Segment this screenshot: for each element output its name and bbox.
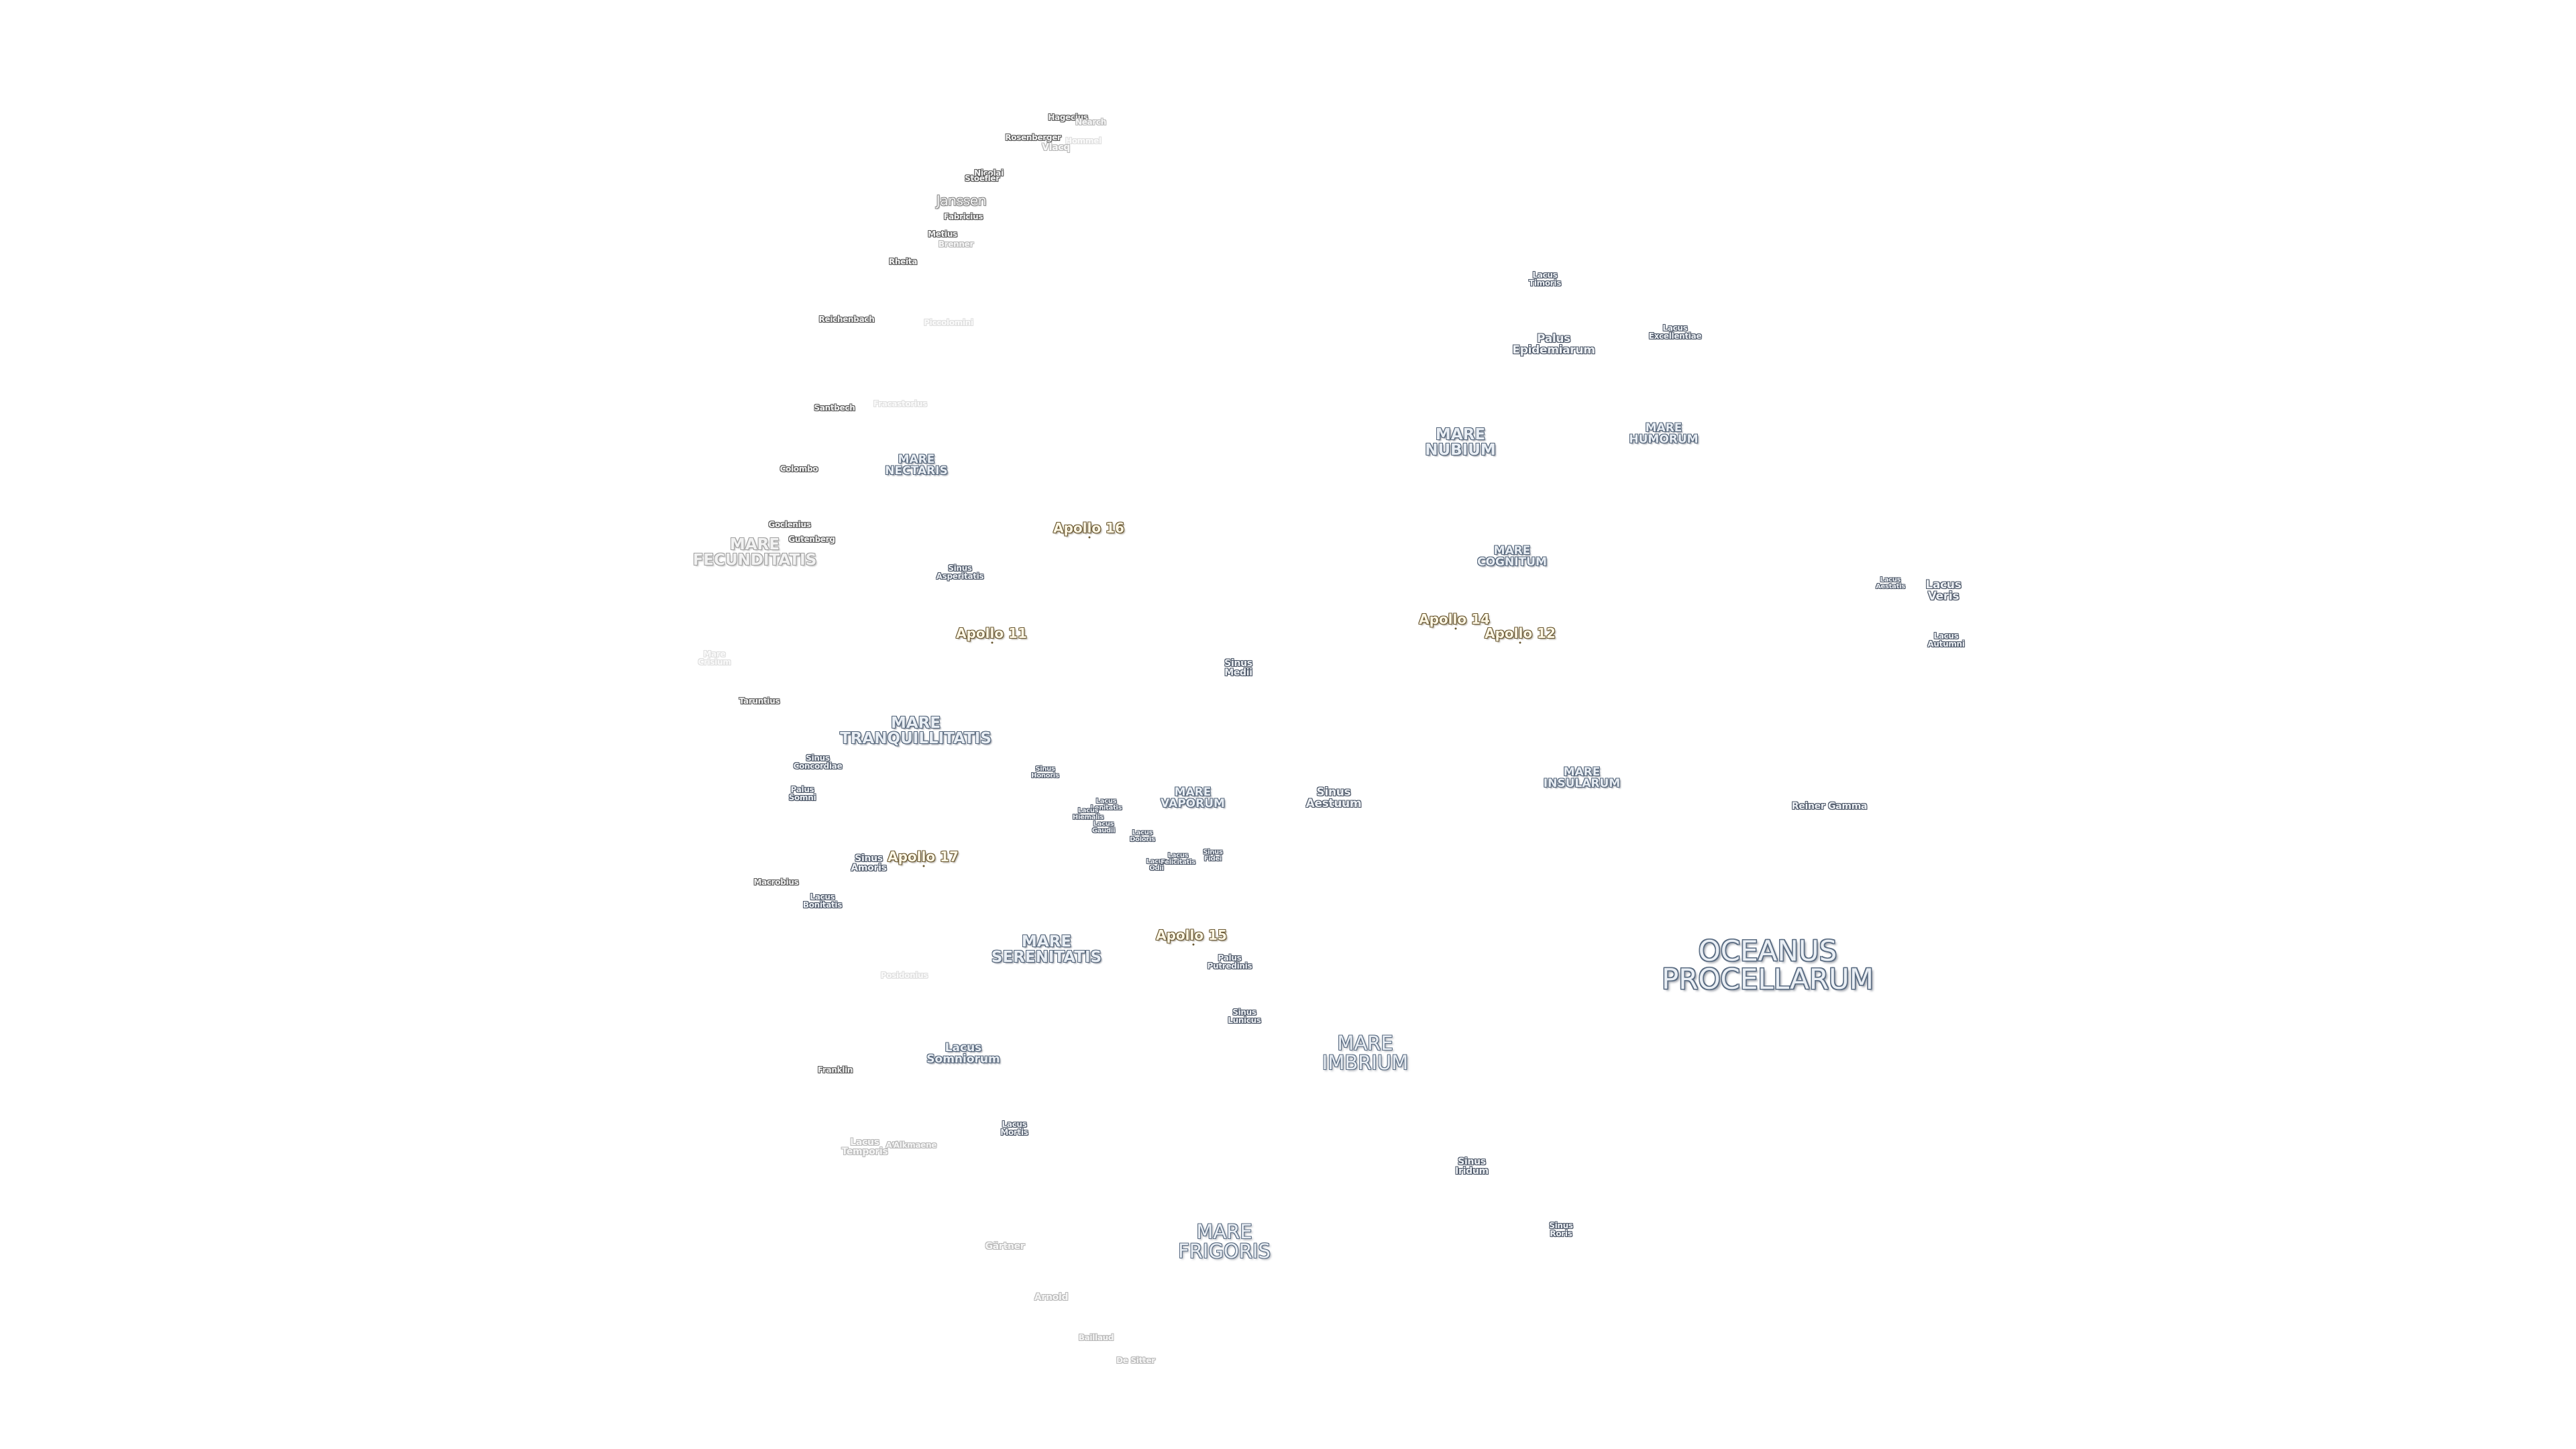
label-crater-taruntius[interactable]: Taruntius [739, 696, 780, 706]
label-crater-metius[interactable]: Metius [928, 229, 957, 239]
label-crater-piccolomini[interactable]: Piccolomini [924, 318, 973, 327]
label-crater-nicolai[interactable]: Nicolai [974, 168, 1004, 178]
label-mare-vaporum[interactable]: MARE VAPORUM [1161, 786, 1225, 810]
label-lacus-mortis[interactable]: Lacus Mortis [1000, 1120, 1028, 1137]
label-crater-hommel[interactable]: Hommel [1065, 136, 1102, 146]
label-crater-arnold[interactable]: Arnold [1034, 1292, 1069, 1303]
label-mare-nubium[interactable]: MARE NUBIUM [1425, 426, 1496, 459]
label-lacus-autumni[interactable]: Lacus Autumni [1927, 631, 1965, 649]
label-crater-alkmaene[interactable]: Alkmaene [893, 1140, 937, 1150]
label-sinus-aestuum[interactable]: Sinus Aestuum [1305, 786, 1362, 810]
label-crater-reichenbach[interactable]: Reichenbach [818, 315, 875, 324]
label-sinus-concordiae[interactable]: Sinus Concordiae [793, 753, 843, 771]
label-apollo-12[interactable]: Apollo 12 [1485, 625, 1556, 641]
label-crater-gutenberg[interactable]: Gutenberg [788, 535, 835, 544]
label-mare-imbrium[interactable]: MARE IMBRIUM [1322, 1032, 1409, 1074]
label-apollo-14[interactable]: Apollo 14 [1419, 611, 1490, 627]
label-crater-fracastorius[interactable]: Fracastorius [873, 399, 927, 409]
label-mare-nectaris[interactable]: MARE NECTARIS [885, 453, 948, 478]
label-lacus-felicitatis[interactable]: Lacus Felicitatis [1161, 852, 1195, 866]
label-lacus-timoris[interactable]: Lacus Timoris [1528, 270, 1562, 288]
label-lacus-lenitatis[interactable]: Lacus Lenitatis [1090, 798, 1122, 812]
label-crater-macrobius[interactable]: Macrobius [753, 877, 799, 887]
label-oceanus-procellarum[interactable]: OCEANUS PROCELLARUM [1661, 934, 1874, 996]
label-lacus-gaudii[interactable]: Lacus Gaudii [1091, 820, 1116, 835]
label-crater-nearch[interactable]: Nearch [1075, 117, 1107, 127]
label-lacus-excellentiae[interactable]: Lacus Excellentiae [1648, 323, 1702, 341]
label-crater-stoefler[interactable]: Stoefler [965, 174, 1000, 183]
label-crater-vlacq[interactable]: Vlacq [1042, 142, 1070, 153]
apollo-15-marker [1192, 943, 1195, 946]
label-lacus-temporis[interactable]: Lacus Temporis [841, 1137, 888, 1157]
label-mare-frigoris[interactable]: MARE FRIGORIS [1178, 1220, 1271, 1263]
label-lacus-somniorum[interactable]: Lacus Somniorum [926, 1041, 1000, 1066]
label-sinus-asperitatis[interactable]: Sinus Asperitatis [936, 564, 984, 581]
label-sinus-honoris[interactable]: Sinus Honoris [1031, 765, 1059, 780]
label-mare-crisium-faint[interactable]: Mare Crisium [698, 649, 731, 667]
apollo-17-marker [922, 865, 925, 867]
label-palus-somni[interactable]: Palus Somni [788, 785, 816, 802]
label-crater-rheita[interactable]: Rheita [888, 257, 918, 266]
label-crater-santbech[interactable]: Santbech [814, 403, 855, 413]
label-apollo-15[interactable]: Apollo 15 [1156, 927, 1227, 943]
apollo-14-marker [1454, 627, 1457, 630]
label-crater-brenner[interactable]: Brenner [938, 239, 974, 249]
label-crater-colombo[interactable]: Colombo [780, 464, 818, 474]
label-crater-posidonius[interactable]: Posidonius [880, 971, 928, 980]
label-reiner-gamma[interactable]: Reiner Gamma [1791, 801, 1868, 812]
label-lacus-odii[interactable]: Lacus Odii [1146, 858, 1167, 872]
label-palus-putredinis[interactable]: Palus Putredinis [1207, 953, 1252, 971]
label-lacus-aestatis[interactable]: Lacus Aestatis [1876, 576, 1905, 590]
label-sinus-fidei[interactable]: Sinus Fidei [1203, 849, 1223, 863]
label-lacus-doloris[interactable]: Lacus Doloris [1130, 829, 1155, 843]
label-crater-atlas[interactable]: Atlas [885, 1140, 908, 1150]
label-crater-baillaud[interactable]: Baillaud [1078, 1333, 1114, 1342]
apollo-11-marker [991, 641, 994, 644]
label-apollo-11[interactable]: Apollo 11 [956, 625, 1027, 641]
label-mare-humorum[interactable]: MARE HUMORUM [1629, 421, 1699, 446]
label-sinus-roris[interactable]: Sinus Roris [1549, 1221, 1573, 1238]
label-crater-hagecius[interactable]: Hagecius [1048, 113, 1088, 122]
label-crater-janssen[interactable]: Janssen [936, 193, 987, 209]
label-mare-serenitatis[interactable]: MARE SERENITATIS [991, 933, 1102, 966]
label-mare-fecunditatis[interactable]: MARE FECUNDITATIS [692, 536, 817, 569]
label-sinus-iridum[interactable]: Sinus Iridum [1455, 1157, 1489, 1177]
label-sinus-amoris[interactable]: Sinus Amoris [851, 853, 887, 873]
label-apollo-17[interactable]: Apollo 17 [888, 849, 959, 865]
apollo-16-marker [1088, 536, 1091, 539]
label-mare-tranquillitatis[interactable]: MARE TRANQUILLITATIS [840, 714, 991, 747]
label-lacus-hiemalis[interactable]: Lacus Hiemalis [1072, 807, 1104, 821]
apollo-12-marker [1519, 641, 1521, 644]
label-crater-rosenberger[interactable]: Rosenberger [1005, 133, 1061, 142]
label-sinus-medii[interactable]: Sinus Medii [1224, 658, 1252, 678]
label-lacus-bonitatis[interactable]: Lacus Bonitatis [802, 892, 843, 910]
label-crater-fabricius[interactable]: Fabricius [943, 212, 983, 221]
label-palus-epidemiarum[interactable]: Palus Epidemiarum [1512, 332, 1595, 357]
label-apollo-16[interactable]: Apollo 16 [1053, 520, 1124, 536]
label-lacus-veris[interactable]: Lacus Veris [1925, 578, 1962, 603]
label-crater-de-sitter[interactable]: De Sitter [1116, 1356, 1155, 1365]
label-mare-cognitum[interactable]: MARE COGNITUM [1477, 544, 1547, 569]
label-mare-insularum[interactable]: MARE INSULARUM [1543, 765, 1621, 790]
label-crater-franklin[interactable]: Franklin [817, 1065, 853, 1075]
label-crater-goclenius[interactable]: Goclenius [768, 520, 811, 529]
label-crater-gartner[interactable]: Gärtner [985, 1241, 1025, 1252]
label-sinus-lunicus[interactable]: Sinus Lunicus [1228, 1008, 1261, 1025]
